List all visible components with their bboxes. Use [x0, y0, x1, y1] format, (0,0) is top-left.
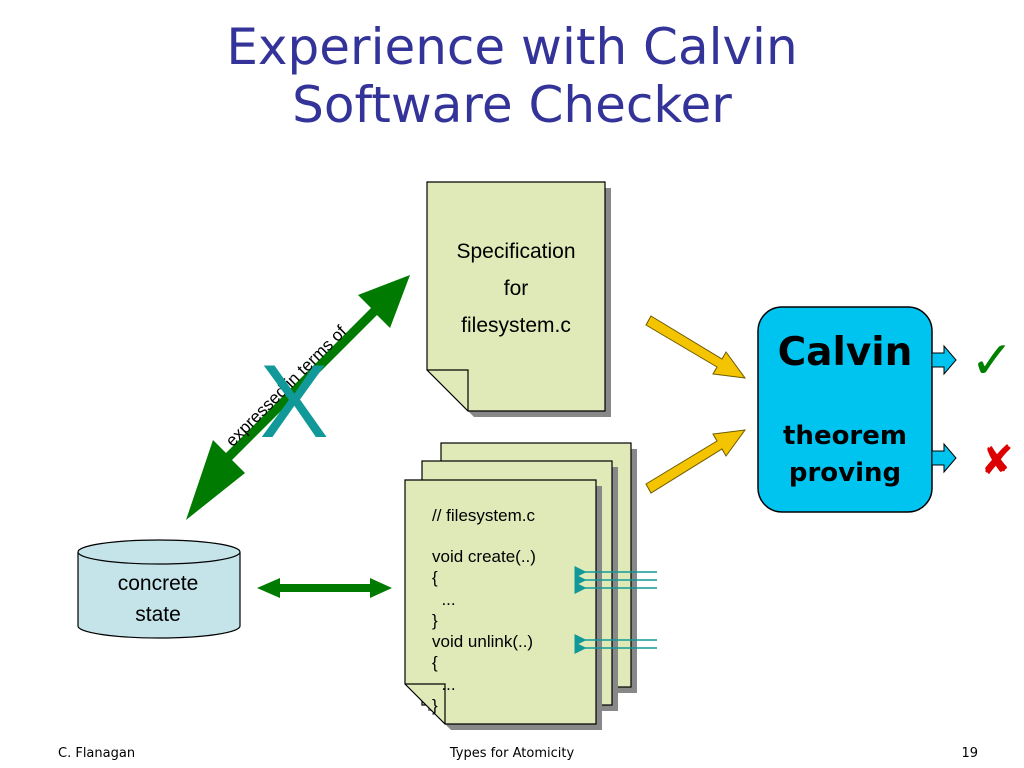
spec-line-1: Specification: [456, 240, 575, 263]
code-to-calvin-arrow: [645, 429, 747, 494]
pass-output-arrow: [931, 344, 957, 376]
code-line-7: {: [432, 653, 438, 672]
cylinder-top: [77, 539, 241, 565]
footer-page-number: 19: [961, 746, 978, 761]
footer-title: Types for Atomicity: [449, 746, 575, 761]
calvin-box: Calvin theorem proving: [757, 306, 933, 513]
db-line-1: concrete: [118, 572, 199, 595]
code-doc-front: [404, 479, 597, 725]
diagonal-double-arrow: [186, 275, 410, 520]
expressed-in-terms-of-arrow: expressed in terms of X: [186, 275, 410, 520]
calvin-line-1: theorem: [783, 421, 907, 451]
spec-doc-page: [426, 181, 606, 412]
code-line-8: ...: [432, 675, 456, 694]
spec-line-3: filesystem.c: [461, 314, 571, 337]
code-line-5: }: [432, 611, 438, 630]
code-line-3: {: [432, 568, 438, 587]
calvin-line-2: proving: [789, 458, 901, 488]
code-line-1: // filesystem.c: [432, 506, 535, 525]
footer-author: C. Flanagan: [58, 746, 136, 761]
db-line-2: state: [135, 603, 181, 626]
cross-mark-icon: ✘: [980, 438, 1014, 484]
concrete-state-database: concrete state: [77, 539, 241, 639]
code-line-4: ...: [432, 590, 456, 609]
spec-to-calvin-arrow: [645, 315, 747, 379]
calvin-rounded-box: [757, 306, 933, 513]
calvin-name: Calvin: [778, 330, 913, 375]
cross-out-x: X: [259, 344, 328, 460]
code-line-2: void create(..): [432, 547, 536, 566]
spec-doc-fold: [427, 369, 469, 411]
code-line-6: void unlink(..): [432, 632, 533, 651]
spec-line-2: for: [504, 277, 529, 300]
code-doc-fold: [405, 683, 446, 724]
specification-document: Specification for filesystem.c: [426, 181, 611, 417]
slide-title: Experience with Calvin Software Checker: [0, 18, 1024, 134]
horizontal-double-arrow: [257, 578, 392, 598]
slide-title-line-2: Software Checker: [292, 76, 732, 134]
cylinder-body: [77, 552, 241, 639]
fail-output-arrow: [931, 442, 957, 474]
slide-title-line-1: Experience with Calvin: [226, 18, 798, 76]
code-line-9: }: [432, 696, 438, 715]
code-link-arrows: [574, 566, 657, 654]
code-document-stack: // filesystem.c void create(..) { ... } …: [404, 442, 657, 730]
check-mark-icon: ✓: [970, 331, 1014, 391]
